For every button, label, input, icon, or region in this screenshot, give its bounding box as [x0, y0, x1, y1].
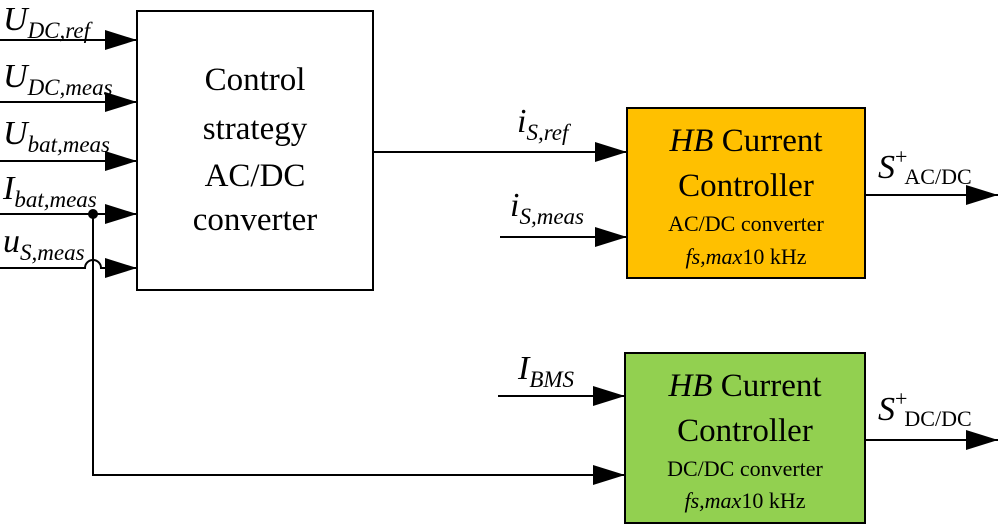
dc-controller-line3: DC/DC converter [667, 456, 823, 481]
label-u-bat-meas: Ubat,meas [3, 115, 110, 157]
dc-controller-frequency: fs,max10 kHz [685, 488, 806, 513]
ac-controller-title: HB Current [668, 123, 822, 159]
label-i-bat-meas: Ibat,meas [2, 170, 97, 212]
label-i-bms: IBMS [517, 350, 575, 392]
ac-dc-controller-block [626, 107, 866, 279]
control-block-line4: converter [193, 202, 318, 238]
label-s-dc-dc: S+DC/DC [878, 386, 972, 431]
label-u-dc-ref: UDC,ref [3, 1, 94, 43]
label-u-s-meas: uS,meas [3, 223, 85, 265]
feedback-line [92, 214, 625, 485]
ac-controller-frequency: fs,max10 kHz [686, 244, 807, 269]
label-s-ac-dc: S+AC/DC [878, 144, 972, 189]
label-u-dc-meas: UDC,meas [3, 58, 113, 100]
dc-controller-line2: Controller [677, 413, 813, 449]
ac-controller-line2: Controller [678, 168, 814, 204]
label-i-s-meas: iS,meas [510, 187, 584, 229]
label-i-s-ref: iS,ref [517, 103, 572, 145]
dc-controller-title: HB Current [667, 368, 821, 404]
dc-dc-controller-block [624, 352, 866, 524]
control-block-line2: strategy [203, 111, 308, 147]
control-block-line3: AC/DC [205, 158, 306, 194]
control-strategy-block [136, 10, 374, 291]
control-block-line1: Control [205, 62, 306, 98]
ac-controller-line3: AC/DC converter [668, 211, 824, 236]
